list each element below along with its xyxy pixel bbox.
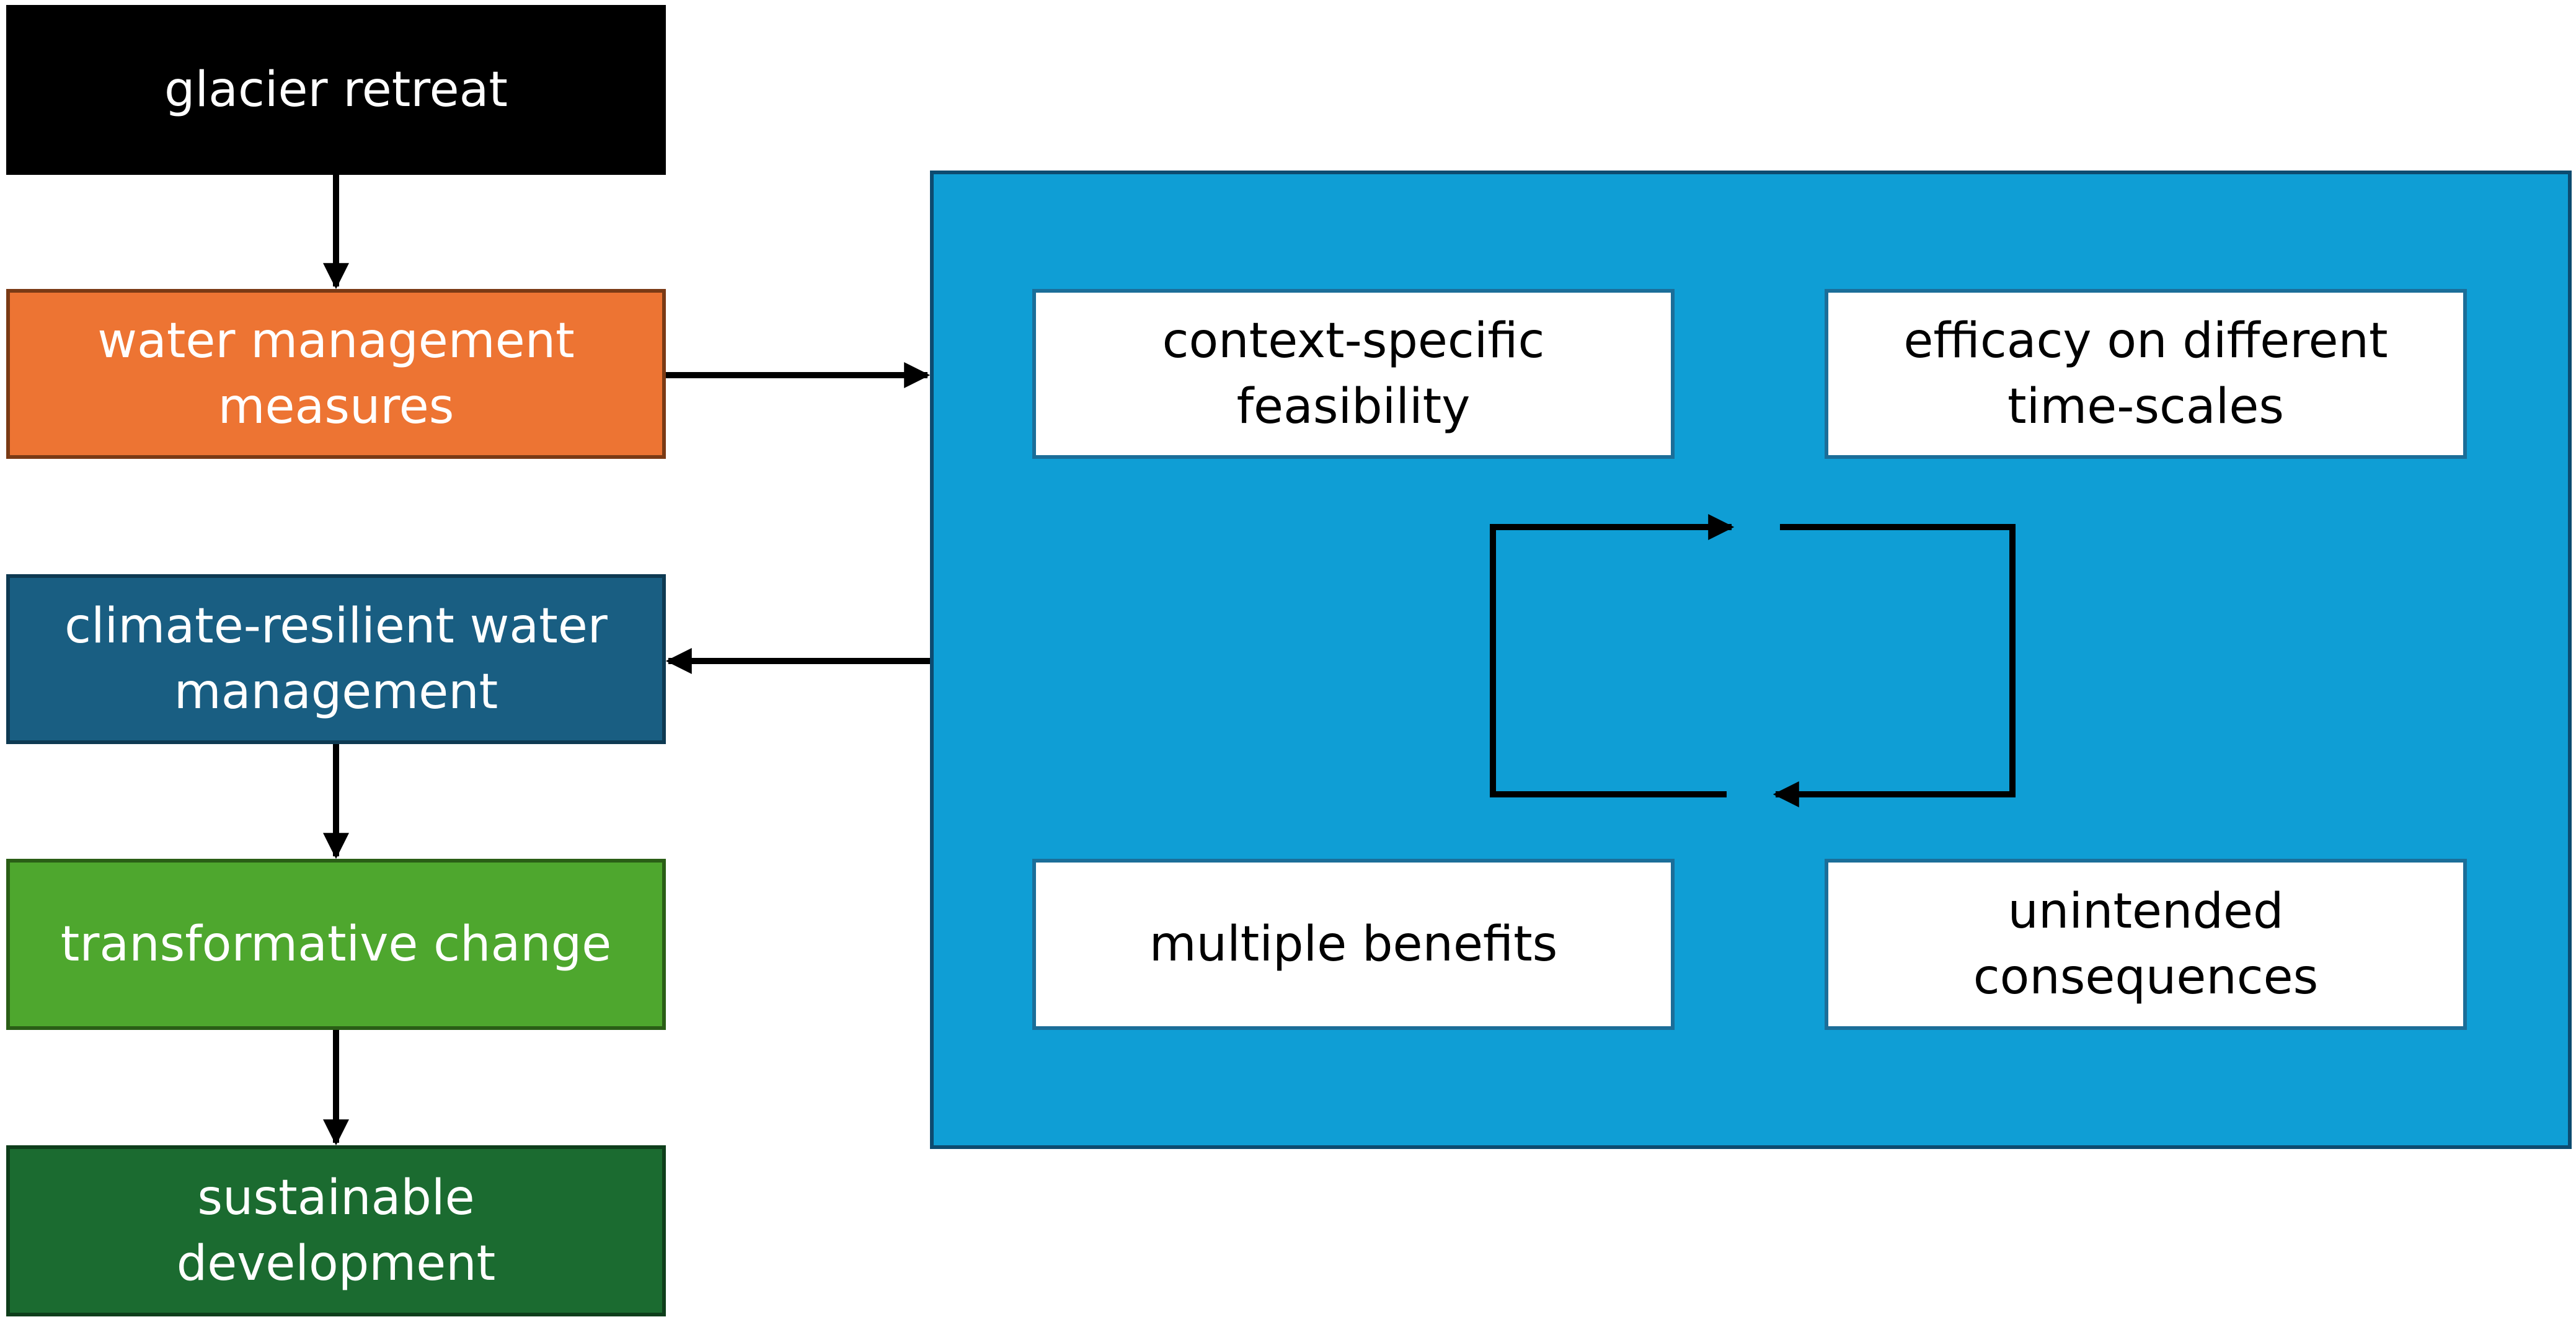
transformative-change-label: transformative change — [60, 916, 612, 972]
climate-resilient-water-management-box: climate-resilient water management — [6, 574, 666, 744]
context-specific-feasibility-box: context-specific feasibility — [1032, 289, 1675, 459]
context-specific-feasibility-label: context-specific feasibility — [1162, 313, 1545, 435]
sustainable-development-box: sustainable development — [6, 1145, 666, 1316]
glacier-retreat-box: glacier retreat — [6, 5, 666, 175]
unintended-consequences-label: unintended consequences — [1973, 883, 2319, 1005]
cycle-arrow-right — [1773, 524, 2016, 807]
sustainable-development-label: sustainable development — [176, 1169, 496, 1292]
efficacy-time-scales-box: efficacy on different time-scales — [1825, 289, 2467, 459]
cycle-arrow-left — [1490, 514, 1735, 797]
transformative-change-box: transformative change — [6, 859, 666, 1030]
glacier-retreat-label: glacier retreat — [164, 61, 508, 118]
water-management-measures-label: water management measures — [97, 313, 575, 435]
multiple-benefits-box: multiple benefits — [1032, 859, 1675, 1030]
multiple-benefits-label: multiple benefits — [1149, 916, 1558, 972]
efficacy-time-scales-label: efficacy on different time-scales — [1903, 313, 2388, 435]
unintended-consequences-box: unintended consequences — [1825, 859, 2467, 1030]
water-management-measures-box: water management measures — [6, 289, 666, 459]
climate-resilient-water-management-label: climate-resilient water management — [64, 598, 608, 720]
